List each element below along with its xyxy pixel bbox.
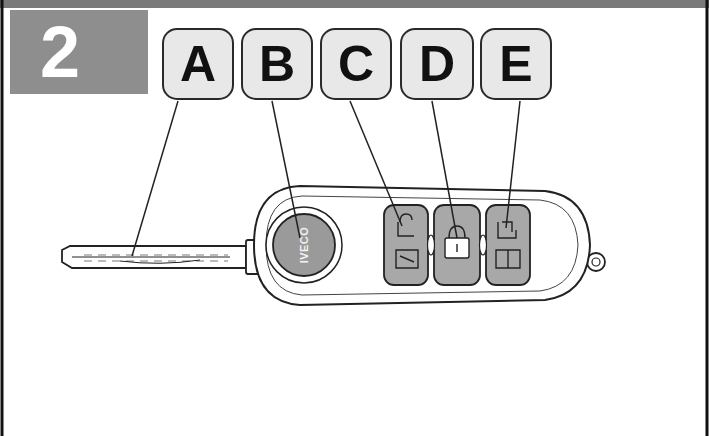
callout-letter-text: E (499, 39, 532, 89)
figure-number: 2 (10, 10, 148, 94)
button-e (486, 205, 530, 285)
brand-label: IVECO (298, 227, 310, 264)
callout-letter: B (241, 28, 313, 100)
callout-letter-text: C (338, 39, 374, 89)
lock-icon (445, 226, 469, 258)
callout-letter-text: D (419, 39, 455, 89)
button-d (434, 205, 480, 285)
callout-letter-text: B (259, 39, 295, 89)
frame-top (0, 0, 709, 8)
callout-letter: A (162, 28, 234, 100)
unlock-icon (396, 214, 418, 268)
key-blade (62, 240, 260, 274)
frame-right (706, 0, 709, 436)
callout-letter: C (320, 28, 392, 100)
frame-left (1, 0, 4, 436)
iveco-button (273, 214, 335, 276)
callout-letter: E (480, 28, 552, 100)
rear-door-icon (496, 222, 520, 268)
button-c (384, 205, 428, 285)
callout-letter-text: A (180, 39, 216, 89)
fob-body (254, 186, 605, 305)
figure-number-text: 2 (10, 16, 80, 88)
callout-letter: D (400, 28, 474, 100)
leader-lines (132, 101, 520, 256)
